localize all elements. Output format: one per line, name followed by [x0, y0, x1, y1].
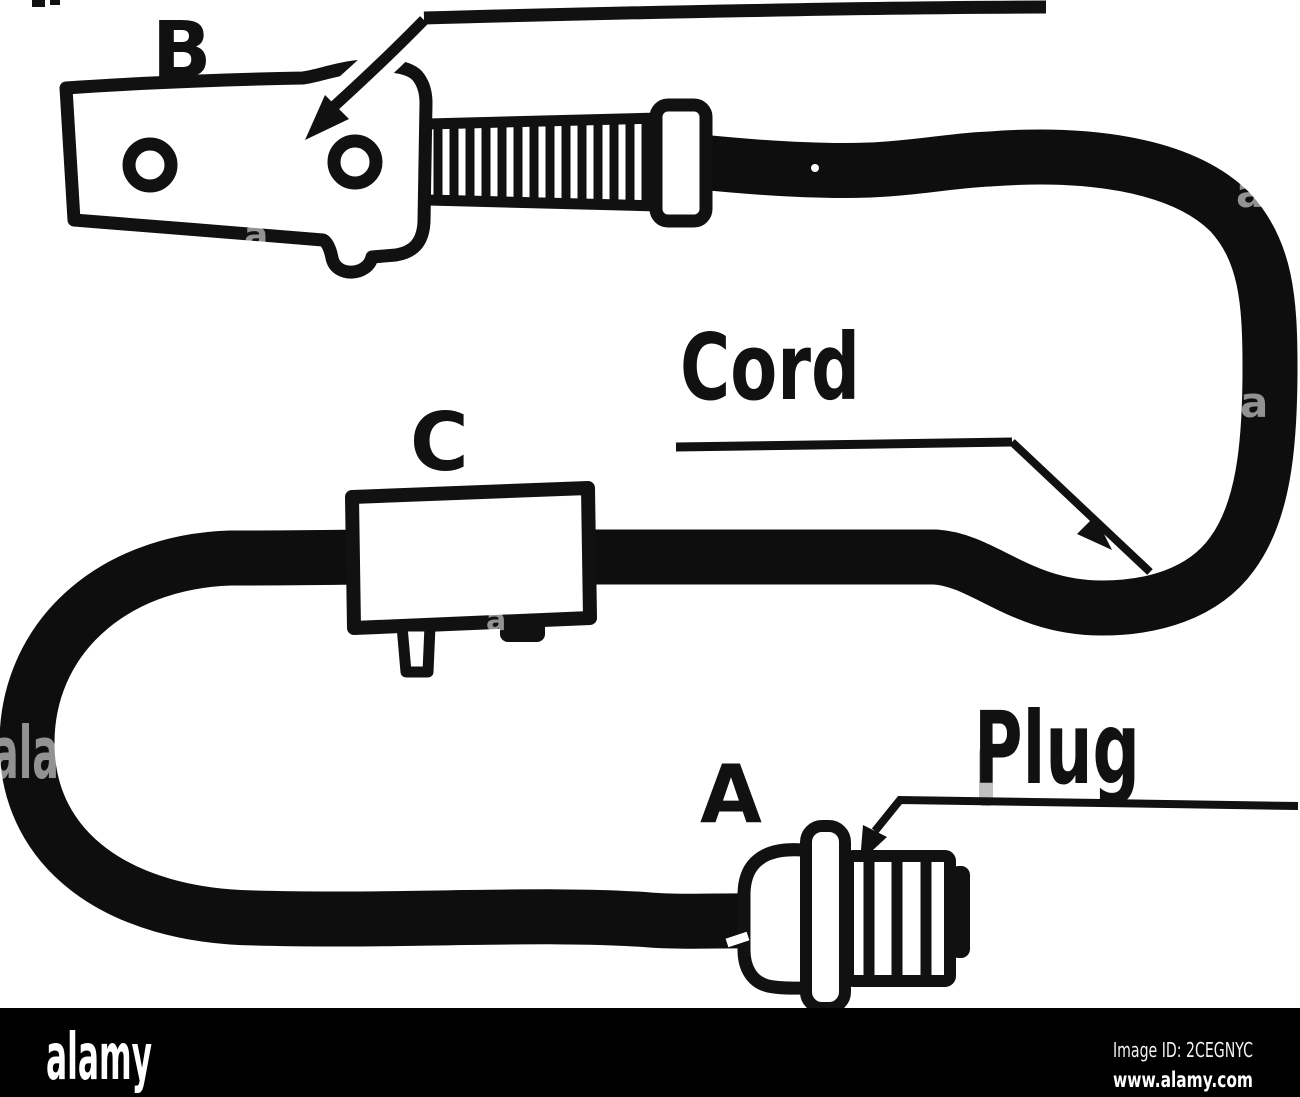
plug-tip — [950, 866, 970, 958]
alamy-url: www.alamy.com — [1113, 1068, 1253, 1092]
watermark-word-left: alamy — [0, 711, 126, 795]
plug-shell — [737, 843, 819, 995]
top-leader-line — [423, 0, 1047, 25]
watermark-letter-3: a — [1240, 378, 1268, 427]
coil-collar — [649, 98, 713, 228]
cord-arrowhead — [1077, 516, 1112, 550]
plug-leader-line — [871, 795, 1299, 834]
cord-leader-underline — [675, 437, 1013, 452]
cord-highlight-dot — [811, 164, 819, 172]
terminal-hole-right — [327, 134, 383, 190]
switch-leg — [396, 620, 436, 678]
cord-leader-diagonal — [1009, 439, 1153, 575]
plug-callout: Plug — [860, 690, 1299, 862]
image-id-text: Image ID: 2CEGNYC — [1113, 1038, 1253, 1062]
cropped-mark-1 — [32, 0, 45, 7]
terminal-hole-left — [122, 137, 178, 193]
cord-path — [0, 129, 1298, 949]
plug-drawing — [725, 820, 970, 1014]
plug-thread-ribs — [863, 857, 932, 980]
switch-box — [345, 481, 597, 678]
watermark-letter-1: a — [244, 215, 268, 256]
footer-bar: alamy Image ID: 2CEGNYC www.alamy.com — [0, 1008, 1300, 1097]
switch-tab — [500, 615, 545, 642]
label-b: B — [152, 6, 211, 96]
watermark-artifact — [979, 748, 993, 806]
plug-cord-notch — [725, 931, 750, 948]
cord-label: Cord — [680, 314, 860, 421]
plug-flange — [800, 820, 851, 1014]
watermark-letter-2: a — [1236, 168, 1264, 217]
alamy-logo: alamy — [46, 1021, 152, 1095]
label-a: A — [700, 748, 762, 841]
plug-label: Plug — [974, 690, 1140, 807]
terminal-arrow-shaft — [326, 16, 428, 115]
switch-box-outline — [345, 481, 597, 635]
footer-background — [0, 1008, 1300, 1097]
label-c: C — [410, 396, 469, 489]
coil-spring — [427, 112, 659, 212]
terminal-arrowhead — [305, 95, 349, 140]
cord-callout: Cord — [675, 314, 1153, 575]
plug-arrowhead — [860, 825, 887, 862]
watermark-letter-4: a — [486, 603, 506, 638]
cropped-mark-2 — [50, 0, 60, 5]
